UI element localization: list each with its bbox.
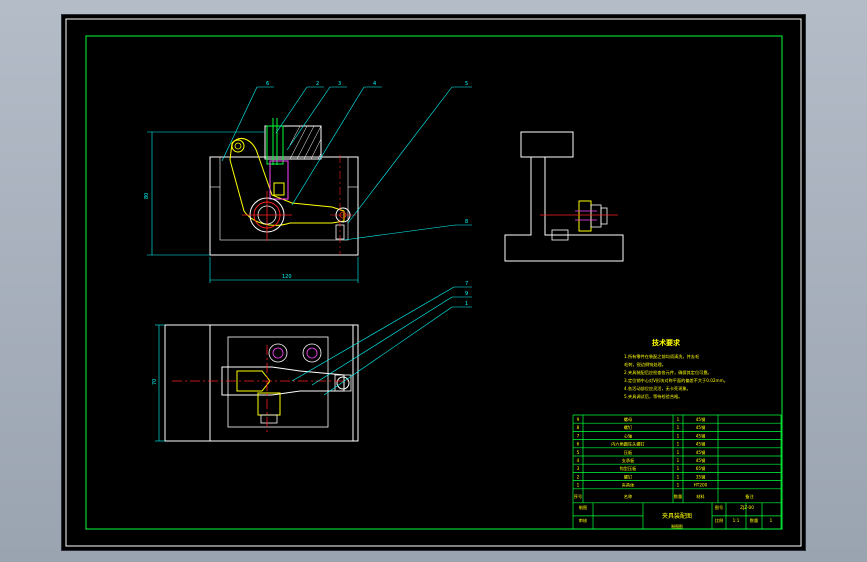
- bom-row-material: 35钢: [696, 473, 706, 480]
- bom-row-qty: 1: [677, 433, 680, 438]
- bom-row-qty: 1: [677, 466, 680, 471]
- leader-lines: [221, 86, 472, 396]
- bom-row-no: 4: [577, 458, 580, 463]
- title-sheet-label: 数量: [750, 517, 758, 524]
- bom-row-qty: 1: [677, 450, 680, 455]
- dim-front-width-label: 120: [282, 274, 292, 280]
- bom-row-qty: 1: [677, 425, 680, 430]
- dim-front-height-label: 80: [144, 193, 150, 199]
- bom-row-name: 内六角圆柱头螺钉: [611, 441, 645, 448]
- fixture-body-front: [209, 156, 359, 256]
- callout-7: 7: [465, 281, 468, 287]
- stud-green: [266, 125, 284, 165]
- tech-req-line-1: 1.所有零件在装配之前均须清洗，并去毛: [624, 353, 700, 360]
- title-scale-label: 比例: [715, 517, 723, 524]
- top-view: 70: [152, 324, 359, 442]
- technical-requirements: 技术要求 1.所有零件在装配之前均须清洗，并去毛 毛刺，锐边倒钝处理。 2.夹具…: [624, 338, 728, 400]
- drawing-title: 夹具装配图: [662, 512, 692, 520]
- bom-row-name: 压板: [624, 449, 633, 456]
- bom-header-note: 备注: [745, 493, 754, 500]
- clamp-screw: [269, 160, 289, 200]
- callout-9: 9: [465, 291, 468, 297]
- hook-clamp: [229, 138, 345, 226]
- bom-row-no: 2: [577, 474, 580, 479]
- bom-row-no: 8: [577, 425, 580, 430]
- callout-8: 8: [465, 219, 468, 225]
- bom-header-name: 名称: [624, 493, 632, 500]
- bom-row-material: 45钢: [696, 416, 706, 423]
- support-block: [264, 125, 322, 160]
- callout-labels: 6 2 3 4 5 8 7 9 1: [266, 81, 468, 307]
- tech-req-heading: 技术要求: [652, 338, 681, 347]
- drawing-scale: 1:1: [733, 518, 740, 523]
- bom-row-qty: 1: [677, 483, 680, 488]
- bom-row-name: 心轴: [624, 432, 632, 439]
- assembly-drawing: 80 120: [65, 18, 802, 547]
- tech-req-line-2: 2.夹具装配后应检查各元件，确保其定位可靠。: [624, 369, 712, 376]
- callout-6: 6: [266, 81, 269, 87]
- cad-viewport[interactable]: 80 120: [61, 14, 806, 551]
- bom-row-qty: 1: [677, 474, 680, 479]
- bom-row-material: 65钢: [696, 465, 706, 472]
- dim-top-height-label: 70: [152, 379, 158, 385]
- drawing-sheet: 1: [770, 518, 773, 523]
- sheet-frame: [85, 35, 783, 530]
- callout-1: 1: [465, 301, 468, 307]
- callout-4: 4: [373, 81, 376, 87]
- bom-row-material: 45钢: [696, 449, 706, 456]
- top-outline: [164, 324, 354, 442]
- bom-row-no: 9: [577, 417, 580, 422]
- bom-row-no: 3: [577, 466, 580, 471]
- tech-req-line-1b: 毛刺，锐边倒钝处理。: [624, 361, 666, 368]
- bom-row-material: 45钢: [696, 432, 706, 439]
- bom-row-no: 7: [577, 433, 580, 438]
- sheet-outer-border: [65, 18, 802, 547]
- title-check-label: 审核: [579, 517, 588, 524]
- bom-row-material: HT200: [694, 483, 708, 488]
- bom-row-name: 夹具体: [622, 482, 635, 489]
- bom-row-qty: 1: [677, 442, 680, 447]
- bom-row-name: 支承板: [622, 457, 635, 464]
- side-view: [504, 131, 624, 262]
- tech-req-line-5: 5.夹具调试后，等待检验合格。: [624, 393, 682, 400]
- bom-row-qty: 1: [677, 417, 680, 422]
- bom-header-material: 材料: [696, 493, 705, 500]
- bom-row-name: 钩型压板: [620, 465, 638, 472]
- bom-header-no: 序号: [574, 493, 582, 500]
- drawing-owner-label: 制图图: [671, 524, 683, 529]
- bom-row-name: 螺母: [624, 416, 632, 423]
- title-drawn-label: 制图: [579, 504, 587, 511]
- tech-req-line-4: 4.各活动部位应灵活，无卡死现象。: [624, 385, 691, 392]
- callout-3: 3: [338, 81, 341, 87]
- bom-row-no: 1: [577, 483, 580, 488]
- bom-header-qty: 数量: [674, 493, 682, 500]
- drawing-number: ZJZ-00: [740, 505, 754, 510]
- bom-row-no: 6: [577, 442, 580, 447]
- bom-row-name: 螺钉: [624, 424, 633, 431]
- callout-2: 2: [316, 81, 319, 87]
- bom-row-material: 45钢: [696, 457, 706, 464]
- bom-row-material: 45钢: [696, 424, 706, 431]
- bom-row-no: 5: [577, 450, 580, 455]
- tech-req-line-3: 3.定位销中心对V形块对称平面的偏差不大于0.02mm。: [624, 377, 728, 384]
- bom-row-material: 45钢: [696, 441, 706, 448]
- bill-of-materials: 9 螺母 1 45钢 8 螺钉 1 45钢 7 心轴 1 45钢 6 内六角圆柱头螺钉 1 45钢 5 压板 1 45…: [572, 414, 782, 530]
- title-no-label: 图号: [715, 505, 723, 511]
- callout-5: 5: [465, 81, 468, 87]
- side-body: [504, 157, 624, 262]
- bom-row-name: 螺钉: [624, 473, 633, 480]
- bom-row-qty: 1: [677, 458, 680, 463]
- front-view: 80 120: [144, 118, 359, 283]
